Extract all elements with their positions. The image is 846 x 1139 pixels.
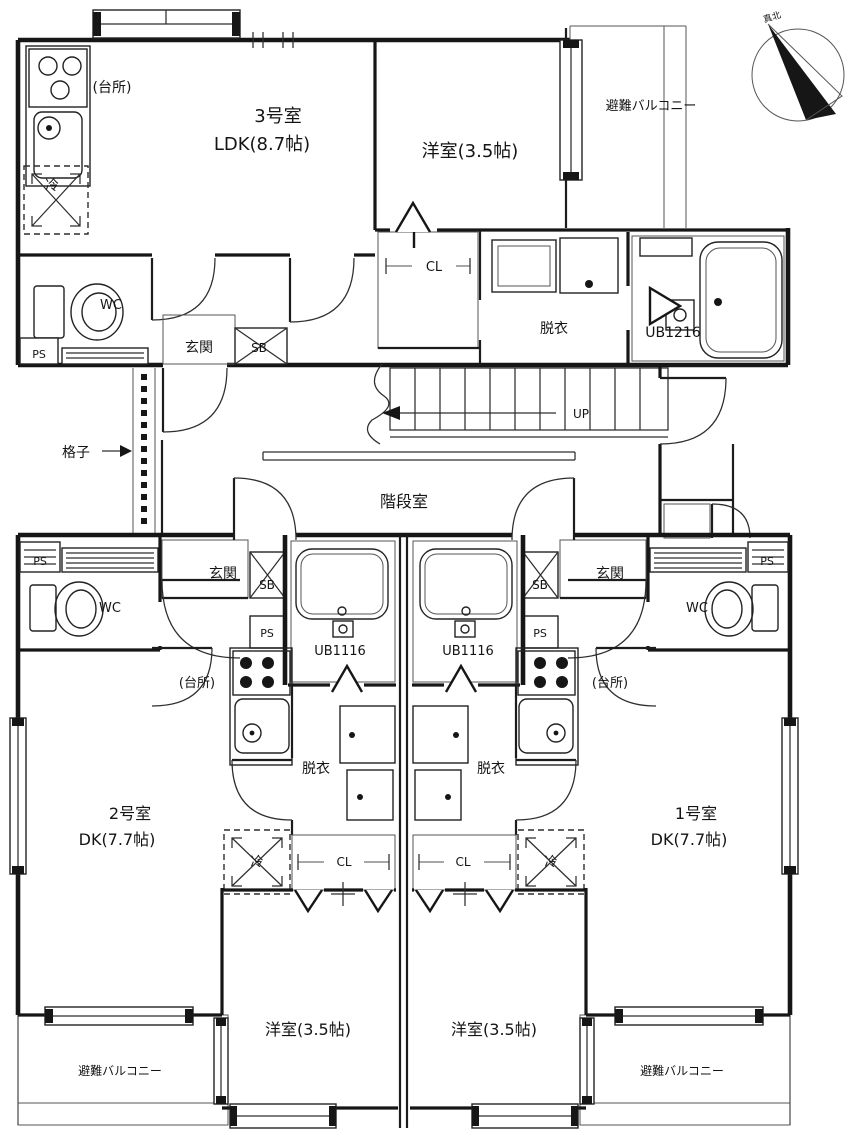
label-lattice: 格子 [62, 445, 90, 461]
label-unit3-shoebox: SB [251, 341, 267, 355]
room-unit3-ldk [18, 40, 375, 255]
label-unit1-closet: CL [455, 855, 470, 869]
label-unit2-bath: UB1116 [314, 644, 366, 659]
compass [751, 23, 845, 122]
room-unit3-bedroom [375, 40, 566, 230]
label-unit2-wc: WC [99, 601, 121, 616]
label-unit1-entrance: 玄関 [596, 565, 624, 582]
label-unit2-shoebox: SB [259, 578, 275, 592]
room-unit1-bedroom [410, 890, 586, 1108]
label-unit3-wc: WC [100, 298, 122, 313]
label-unit1-size: DK(7.7帖) [651, 830, 728, 849]
label-unit2-dressing: 脱衣 [302, 761, 330, 777]
label-unit3-entrance: 玄関 [185, 339, 213, 356]
label-unit3-bath: UB1216 [645, 325, 701, 341]
labels: (台所) 3号室 LDK(8.7帖) 冷 洋室(3.5帖) 避難バルコニー CL… [32, 9, 782, 1078]
label-unit1-wc: WC [686, 601, 708, 616]
unit3-closet-bath [377, 200, 785, 365]
label-unit1-fridge: 冷 [544, 855, 557, 870]
unit3-kitchen [23, 45, 91, 235]
label-unit3-ps: PS [32, 348, 46, 361]
label-compass-north: 真北 [762, 9, 783, 26]
room-unit2-bedroom [222, 890, 398, 1108]
unit3-hall [19, 257, 355, 365]
label-unit1-bath: UB1116 [442, 644, 494, 659]
label-unit2-fridge: 冷 [250, 855, 263, 870]
label-unit3-closet: CL [426, 260, 443, 275]
room-unit3-bath [628, 230, 788, 365]
label-unit2-closet: CL [336, 855, 351, 869]
label-unit2-kitchen: (台所) [179, 676, 215, 691]
unit3-walls [15, 9, 791, 368]
lattice-arrow [102, 445, 132, 457]
label-unit3-bedroom: 洋室(3.5帖) [422, 141, 519, 162]
label-unit2-size: DK(7.7帖) [79, 830, 156, 849]
label-unit3-dressing: 脱衣 [540, 321, 568, 337]
label-unit2-name: 2号室 [109, 804, 151, 823]
lower-block-shared [18, 532, 790, 1128]
label-unit1-shoebox: SB [532, 578, 548, 592]
label-unit1-ps2: PS [533, 627, 547, 640]
label-unit1-dressing: 脱衣 [477, 761, 505, 777]
label-unit3-size: LDK(8.7帖) [214, 134, 310, 155]
label-unit2-balcony: 避難バルコニー [78, 1063, 162, 1078]
label-unit2-ps: PS [33, 555, 47, 568]
label-unit1-ps: PS [760, 555, 774, 568]
label-unit1-bedroom: 洋室(3.5帖) [451, 1020, 537, 1039]
label-stairwell: 階段室 [380, 492, 428, 511]
label-unit2-ps2: PS [260, 627, 274, 640]
label-unit3-balcony: 避難バルコニー [606, 99, 697, 114]
stair-hall [132, 363, 751, 539]
label-unit2-bedroom: 洋室(3.5帖) [265, 1020, 351, 1039]
label-unit1-balcony: 避難バルコニー [640, 1063, 724, 1078]
label-unit1-name: 1号室 [675, 804, 717, 823]
label-up: UP [573, 407, 589, 421]
label-unit3-fridge: 冷 [45, 178, 59, 194]
label-unit3-name: 3号室 [254, 106, 301, 127]
label-unit3-kitchen: (台所) [93, 80, 132, 96]
label-unit1-kitchen: (台所) [592, 676, 628, 691]
label-unit2-entrance: 玄関 [209, 565, 237, 582]
